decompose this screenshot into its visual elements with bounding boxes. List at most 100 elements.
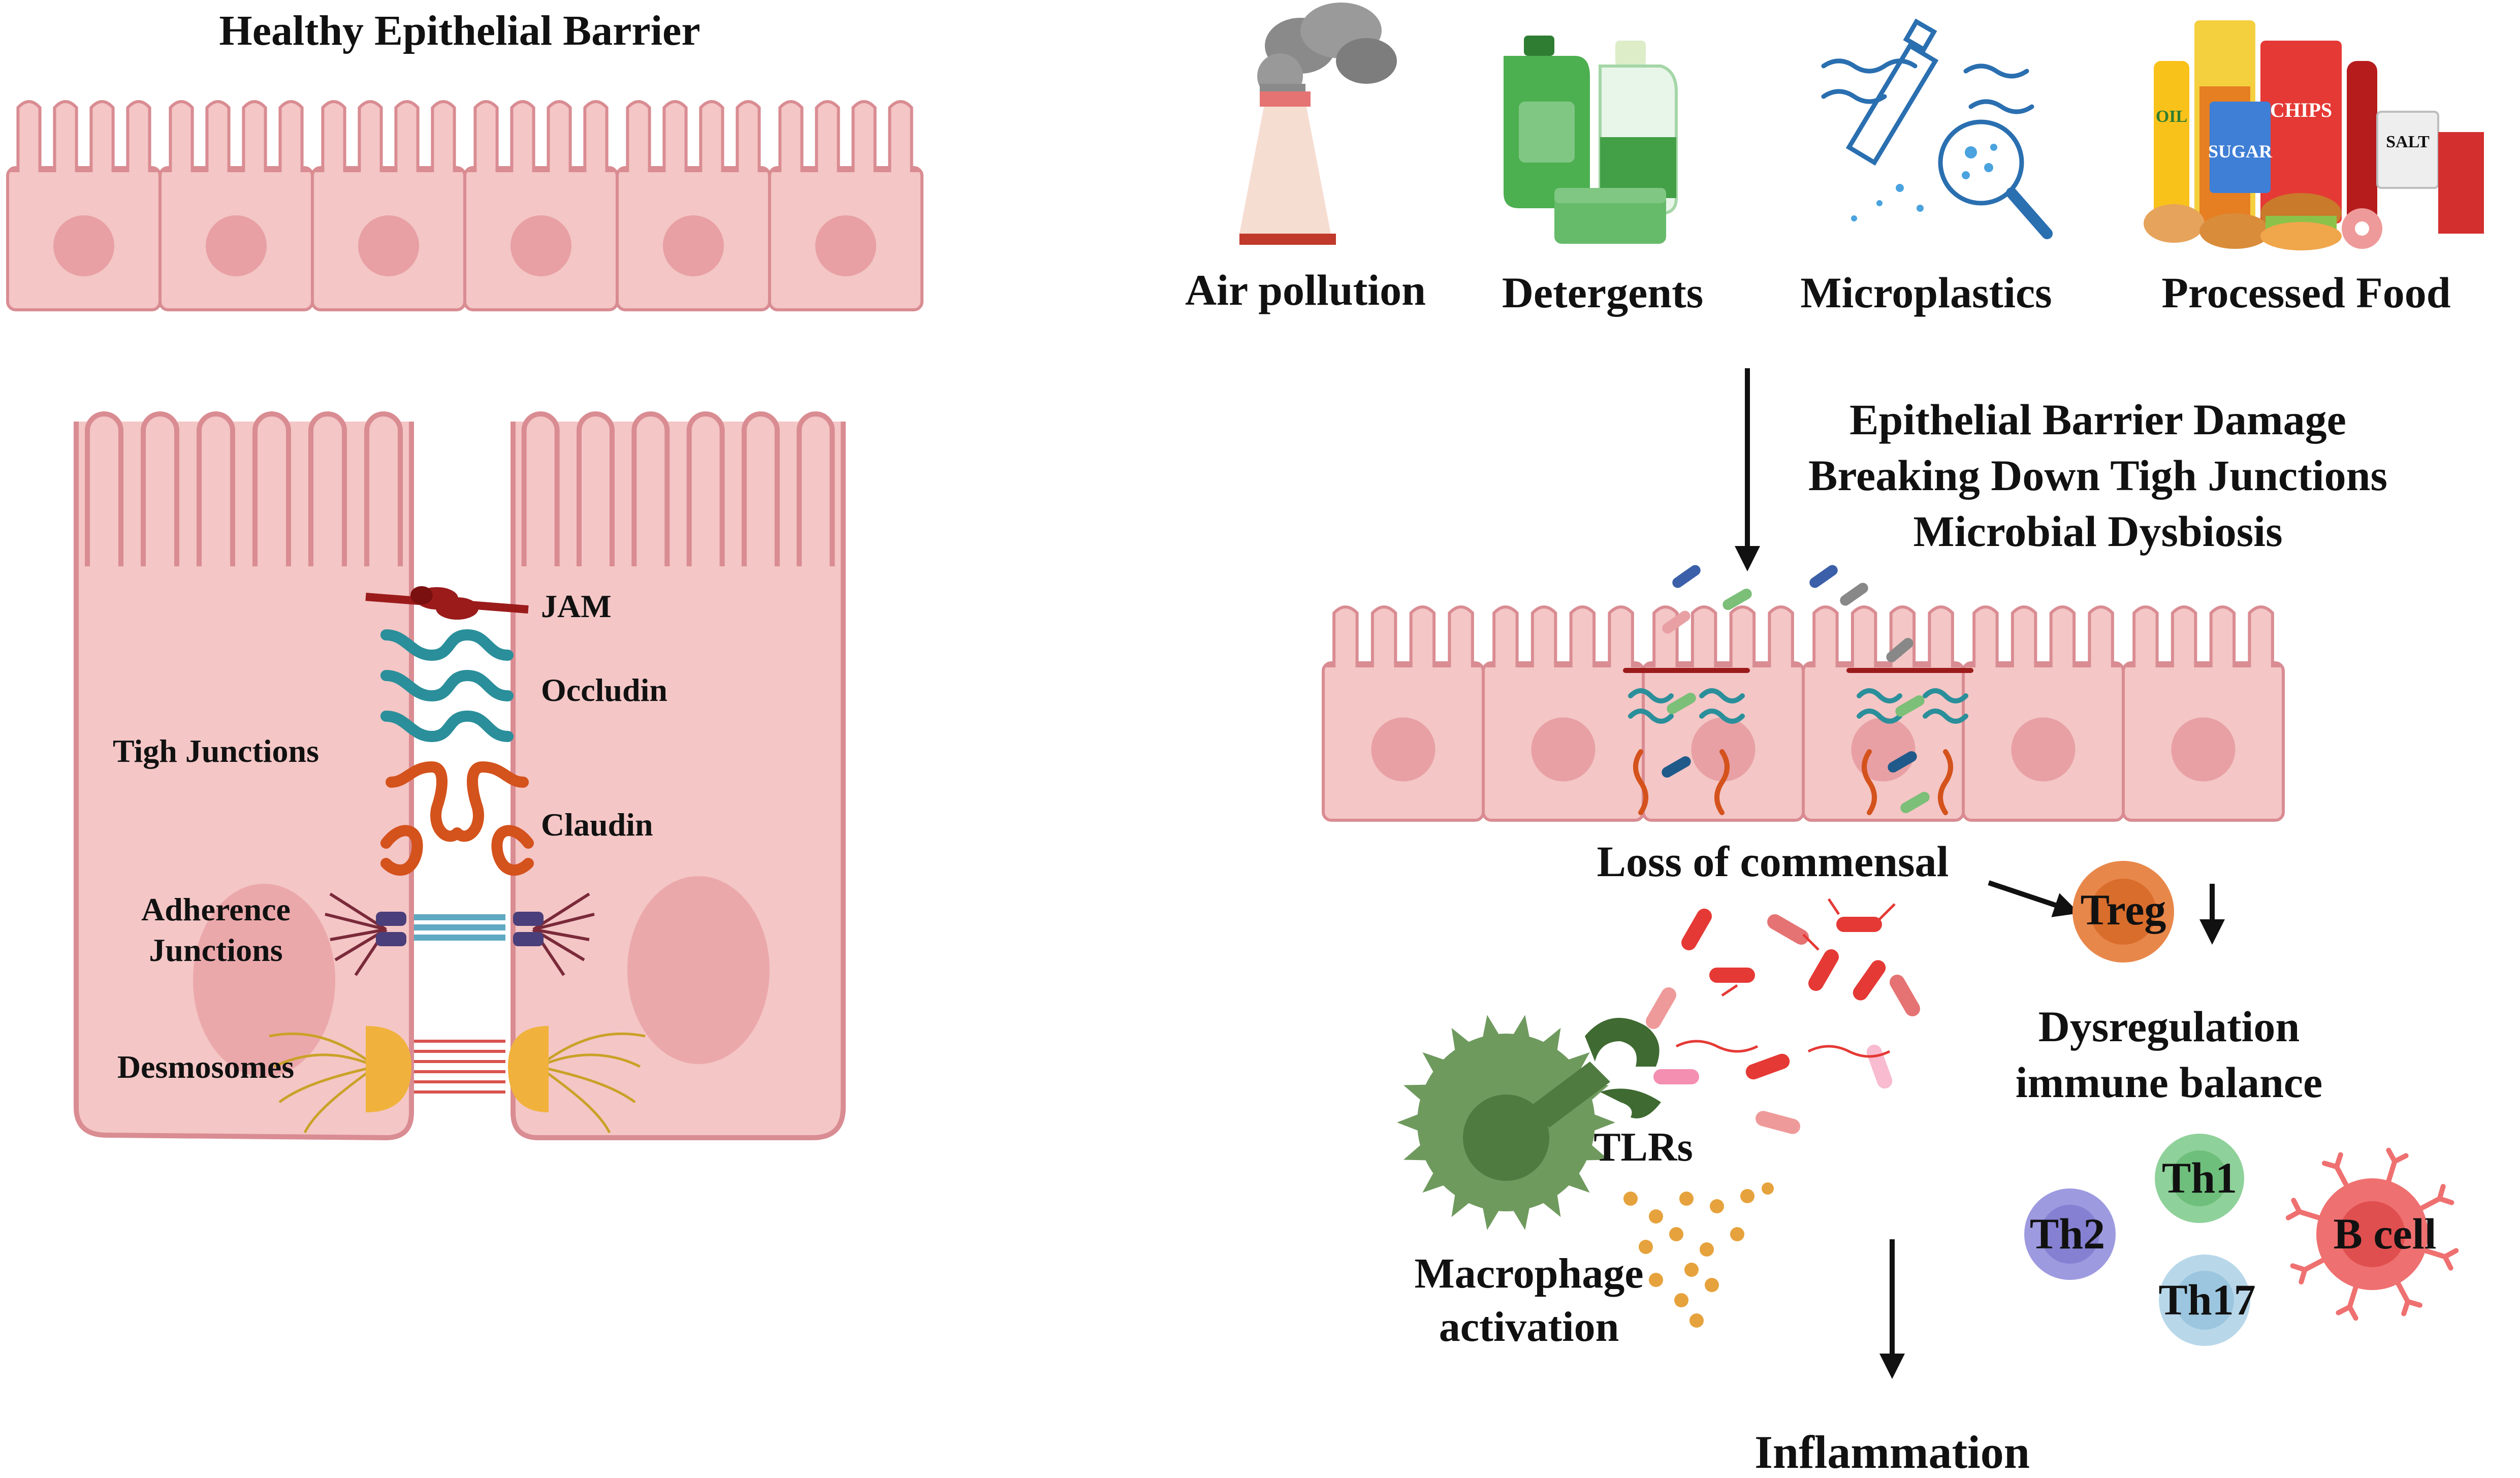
healthy-cell-nucleus [206, 215, 267, 276]
macrophage-spike [1589, 1112, 1615, 1133]
pathogenic-bacteria [1643, 898, 1923, 1136]
healthy-barrier-title: Healthy Epithelial Barrier [219, 7, 700, 54]
tight-junctions-label: Tigh Junctions [113, 733, 319, 769]
jam-label: JAM [541, 588, 612, 624]
treg-label: Treg [2081, 885, 2166, 934]
healthy-cell-6 [768, 100, 923, 311]
damaged-cell-row [1322, 605, 2285, 822]
damaged-cell-2 [1482, 605, 1645, 822]
damaged-cell-nucleus [1531, 717, 1596, 782]
healthy-cell-row [6, 100, 923, 311]
factor-air-pollution: Air pollution [1185, 266, 1426, 314]
jam-protein [365, 586, 529, 620]
healthy-cell-5 [616, 100, 771, 311]
damaged-cell-nucleus [1691, 717, 1756, 782]
th1-label: Th1 [2162, 1153, 2237, 1202]
macrophage-cell [1397, 1015, 1661, 1230]
arrow-to-treg [1988, 880, 2080, 917]
claudin-label: Claudin [541, 807, 653, 843]
left-cell-microvilli [79, 411, 409, 607]
macrophage-spike [1510, 1202, 1530, 1230]
damaged-cell-nucleus [2171, 717, 2236, 782]
antibody [2423, 1248, 2459, 1271]
macrophage-spike [1510, 1015, 1530, 1043]
treg-cell [2072, 861, 2174, 962]
antibody [2290, 1258, 2325, 1284]
healthy-cell-2 [158, 100, 314, 311]
damaged-cell-6 [2122, 605, 2285, 822]
macrophage-spike [1482, 1202, 1502, 1230]
effect-microbial-dysbiosis: Microbial Dysbiosis [1913, 507, 2282, 556]
macrophage-label-line2: activation [1439, 1303, 1619, 1351]
inflammation-label: Inflammation [1755, 1426, 2030, 1475]
healthy-cell-4 [463, 100, 619, 311]
healthy-cell-1 [6, 100, 162, 311]
healthy-cell-3 [311, 100, 466, 311]
macrophage-spike [1581, 1141, 1609, 1161]
salt-tag: SALT [2386, 133, 2430, 151]
healthy-cell-nucleus [53, 215, 114, 276]
factory-smokestack-icon [1239, 3, 1397, 245]
loss-of-commensal-label: Loss of commensal [1597, 837, 1949, 886]
desmosome [269, 1026, 646, 1134]
th17-label: Th17 [2158, 1275, 2255, 1324]
microplastics-icon [1821, 18, 2053, 239]
antibody [2396, 1281, 2422, 1316]
damaged-cell-nucleus [2011, 717, 2076, 782]
antibody [2285, 1198, 2321, 1220]
right-cell-microvilli [516, 411, 841, 607]
oil-tag: OIL [2156, 107, 2187, 126]
th17-cell [2159, 1255, 2250, 1346]
macrophage-spike [1397, 1112, 1423, 1133]
left-cell-nucleus [193, 884, 335, 1077]
antibody [2386, 1147, 2409, 1183]
damaged-cell-5 [1962, 605, 2125, 822]
disrupted-junctions [1623, 668, 1973, 815]
macrophage-spike [1422, 1168, 1449, 1193]
macrophage-spike [1539, 1027, 1561, 1056]
damaged-cell-3 [1642, 605, 1805, 822]
macrophage-spike [1482, 1015, 1502, 1043]
healthy-cell-nucleus [663, 215, 724, 276]
bcell-label: B cell [2334, 1209, 2437, 1258]
desmosomes-label: Desmosomes [117, 1049, 294, 1085]
tlrs-label: TLRs [1593, 1125, 1693, 1170]
antibody [2322, 1152, 2349, 1187]
adherence-label-line2: Junctions [149, 932, 282, 968]
sugar-tag: SUGAR [2208, 141, 2273, 162]
macrophage-spike [1563, 1052, 1590, 1077]
macrophage-spike [1403, 1141, 1431, 1161]
healthy-cell-nucleus [511, 215, 571, 276]
macrophage-spike [1422, 1052, 1449, 1077]
adherence-junction [325, 892, 595, 976]
factor-processed-food: Processed Food [2161, 268, 2450, 317]
th2-cell [2024, 1188, 2116, 1280]
detergent-bottles-icon [1504, 36, 1678, 244]
damaged-cell-1 [1322, 605, 1485, 822]
dysregulation-line1: Dysregulation [2038, 1002, 2300, 1051]
macrophage-label-line1: Macrophage [1414, 1250, 1643, 1297]
healthy-cell-nucleus [815, 215, 876, 276]
macrophage-spike [1403, 1084, 1431, 1104]
damaged-cell-nucleus [1851, 717, 1916, 782]
macrophage-spike [1451, 1189, 1474, 1217]
occludin-protein [380, 629, 514, 743]
chips-tag: CHIPS [2270, 99, 2332, 121]
healthy-cell-nucleus [358, 215, 419, 276]
factor-microplastics: Microplastics [1800, 268, 2052, 317]
macrophage-spike [1451, 1027, 1474, 1056]
factor-detergents: Detergents [1502, 268, 1703, 317]
junction-detail-cells [74, 411, 846, 1141]
macrophage-spike [1539, 1189, 1561, 1217]
dysregulation-line2: immune balance [2016, 1058, 2322, 1107]
occludin-label: Occludin [541, 672, 667, 708]
b-cell [2285, 1147, 2459, 1321]
right-cell-nucleus [627, 876, 770, 1064]
processed-food-icon: OIL CHIPS SUGAR SALT [2144, 20, 2484, 250]
claudin-protein [380, 761, 534, 876]
antibody [2419, 1184, 2454, 1211]
effect-tight-junctions: Breaking Down Tigh Junctions [1808, 451, 2387, 500]
macrophage-spike [1563, 1168, 1590, 1193]
